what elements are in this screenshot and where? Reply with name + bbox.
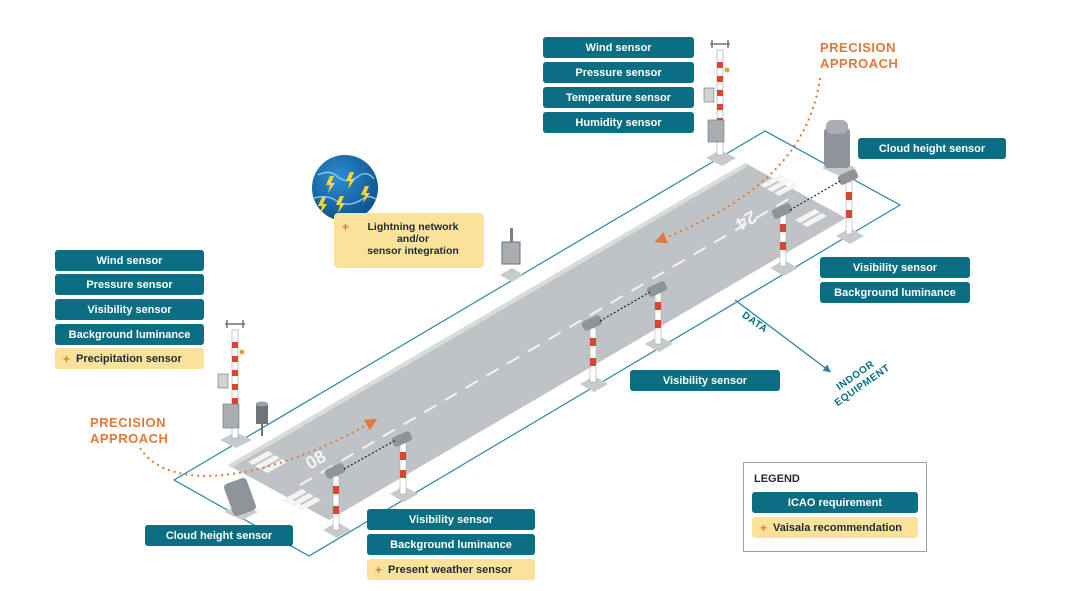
visibility-pole-icon — [770, 203, 798, 276]
label-visibility-sensor: Visibility sensor — [367, 509, 535, 530]
label-pressure-sensor: Pressure sensor — [543, 62, 694, 83]
visibility-pole-icon — [323, 463, 351, 538]
cloud-height-sensor-icon — [822, 120, 856, 176]
label-background-luminance: Background luminance — [55, 324, 204, 345]
visibility-beam — [343, 439, 397, 470]
precision-approach-label: PRECISION APPROACH — [820, 40, 899, 71]
label-visibility-sensor: Visibility sensor — [820, 257, 970, 278]
approach-path-bottom — [139, 419, 378, 477]
plus-icon: + — [375, 562, 383, 577]
precision-approach-label: PRECISION APPROACH — [90, 415, 169, 446]
legend-icao-requirement: ICAO requirement — [752, 492, 918, 513]
label-wind-sensor: Wind sensor — [55, 250, 204, 271]
weather-mast-icon — [217, 320, 268, 448]
plus-icon: + — [63, 351, 71, 366]
label-cloud-height-sensor: Cloud height sensor — [858, 138, 1006, 159]
label-present-weather-sensor: + Present weather sensor — [367, 559, 535, 580]
lightning-sensor-icon — [500, 228, 524, 282]
legend-title: LEGEND — [754, 473, 800, 485]
label-cloud-height-sensor: Cloud height sensor — [145, 525, 293, 546]
plus-icon: + — [760, 520, 768, 535]
label-pressure-sensor: Pressure sensor — [55, 274, 204, 295]
label-precipitation-sensor: + Precipitation sensor — [55, 348, 204, 369]
data-link-line — [734, 299, 832, 373]
label-temperature-sensor: Temperature sensor — [543, 87, 694, 108]
label-background-luminance: Background luminance — [367, 534, 535, 555]
label-background-luminance: Background luminance — [820, 282, 970, 303]
label-humidity-sensor: Humidity sensor — [543, 112, 694, 133]
cloud-height-sensor-icon — [224, 478, 258, 520]
legend: LEGEND ICAO requirement + Vaisala recomm… — [743, 462, 927, 552]
runway — [228, 163, 846, 520]
visibility-pole-icon — [580, 315, 608, 392]
threshold-markings-far — [760, 174, 827, 227]
visibility-beam — [599, 291, 651, 322]
visibility-pole-icon — [645, 281, 673, 352]
runway-shoulder — [228, 163, 748, 468]
lightning-network-label: + Lightning network and/or sensor integr… — [334, 213, 484, 268]
legend-vaisala-recommendation: + Vaisala recommendation — [752, 517, 918, 538]
label-visibility-sensor: Visibility sensor — [55, 299, 204, 320]
plus-icon: + — [342, 220, 350, 234]
weather-mast-icon — [703, 40, 736, 166]
label-visibility-sensor: Visibility sensor — [630, 370, 780, 391]
visibility-pole-icon — [836, 169, 864, 244]
visibility-pole-icon — [390, 431, 418, 502]
globe-lightning-icon — [312, 155, 378, 221]
label-wind-sensor: Wind sensor — [543, 37, 694, 58]
